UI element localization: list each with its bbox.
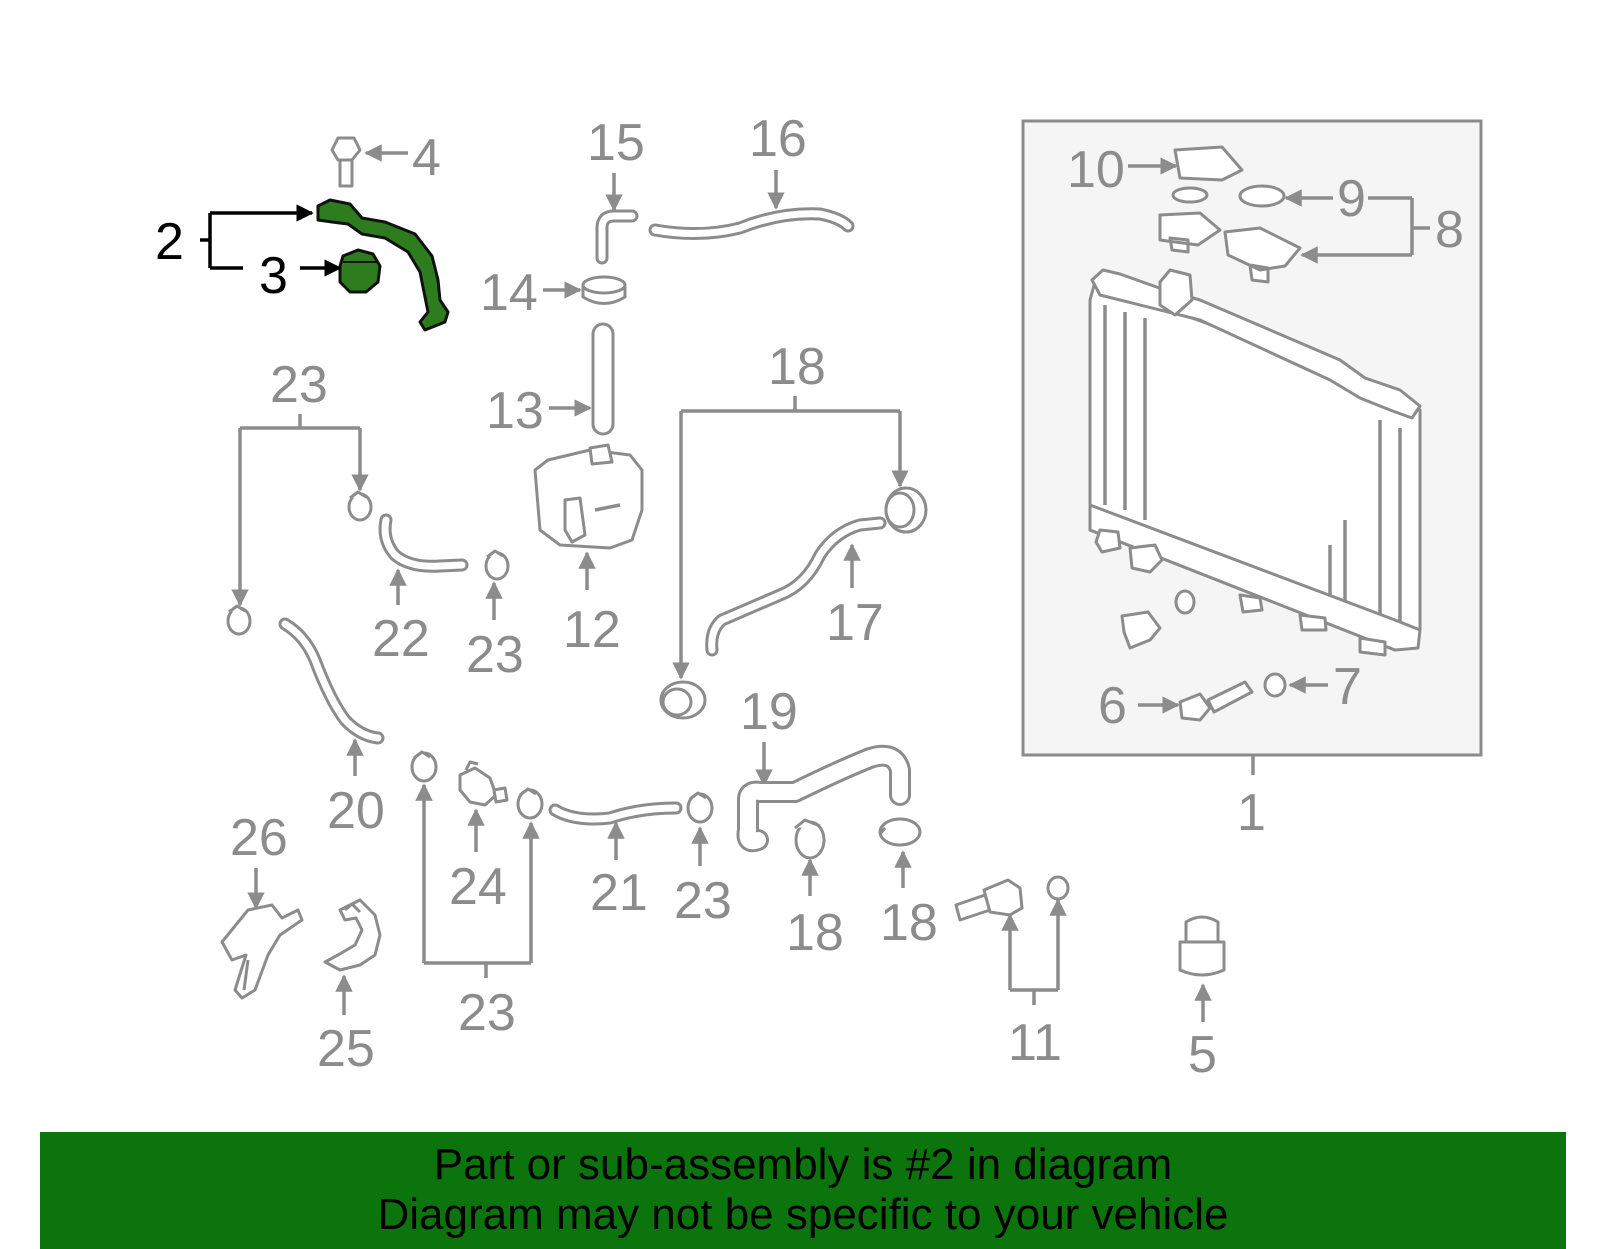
label-25: 25 [317, 1020, 375, 1078]
plug-5 [1178, 915, 1226, 977]
label-1: 1 [1237, 784, 1266, 842]
bracket-25 [323, 898, 382, 972]
banner-line-1: Part or sub-assembly is #2 in diagram [433, 1140, 1173, 1189]
label-18-c: 18 [880, 894, 938, 952]
label-23-a: 23 [270, 356, 328, 414]
clamp-23-c [484, 549, 510, 581]
bracket-26 [220, 903, 304, 1000]
label-23-d: 23 [458, 984, 516, 1042]
radiator-cap-8 [1223, 226, 1302, 284]
label-4: 4 [412, 129, 441, 187]
label-7: 7 [1333, 658, 1362, 716]
label-18-b: 18 [786, 904, 844, 962]
label-22: 22 [372, 610, 430, 668]
label-14: 14 [480, 264, 538, 322]
label-21: 21 [590, 864, 648, 922]
clamp-18-c [794, 818, 826, 860]
label-20: 20 [327, 782, 385, 840]
label-8: 8 [1435, 201, 1464, 259]
label-6: 6 [1098, 677, 1127, 735]
label-16: 16 [749, 110, 807, 168]
label-2: 2 [155, 213, 184, 271]
label-23-b: 23 [466, 626, 524, 684]
radiator-cap-small [1158, 211, 1222, 254]
label-3: 3 [259, 247, 288, 305]
highlighted-part-2 [316, 198, 450, 332]
o-ring-7 [1263, 672, 1287, 698]
bolt-4 [330, 136, 362, 188]
label-26: 26 [230, 809, 288, 867]
label-13: 13 [486, 382, 544, 440]
radiator-cap-seal [1173, 145, 1244, 182]
clamp-23-a [347, 490, 373, 522]
label-9: 9 [1337, 170, 1366, 228]
label-17: 17 [826, 594, 884, 652]
label-18-a: 18 [768, 338, 826, 396]
label-10: 10 [1067, 141, 1125, 199]
radiator-core [1088, 268, 1422, 657]
o-ring-11 [1046, 875, 1070, 901]
cap-3 [338, 248, 382, 294]
valve-24 [458, 760, 509, 807]
tube-13 [591, 322, 615, 436]
washer-14 [581, 275, 627, 305]
clamp-18-b [659, 680, 707, 720]
clamp-18-a [884, 486, 928, 534]
clamp-23-d [410, 750, 438, 783]
label-5: 5 [1188, 1026, 1217, 1084]
label-12: 12 [563, 601, 621, 659]
banner-line-2: Diagram may not be specific to your vehi… [377, 1190, 1229, 1239]
reservoir-tank-12 [533, 443, 644, 550]
clamp-18-d [878, 817, 922, 847]
reservoir-bracket-2 [316, 198, 450, 332]
sensor-11 [954, 878, 1024, 922]
label-24: 24 [449, 858, 507, 916]
label-19: 19 [740, 683, 798, 741]
label-11: 11 [1008, 1014, 1062, 1072]
clamp-23-f [686, 791, 714, 824]
o-ring-9 [1238, 184, 1286, 208]
clamp-23-e [516, 787, 544, 820]
info-banner: Part or sub-assembly is #2 in diagram Di… [40, 1132, 1566, 1249]
label-15: 15 [587, 114, 645, 172]
clamp-23-b [226, 604, 252, 636]
label-23-c: 23 [674, 872, 732, 930]
drain-bolt-6 [1178, 680, 1254, 722]
